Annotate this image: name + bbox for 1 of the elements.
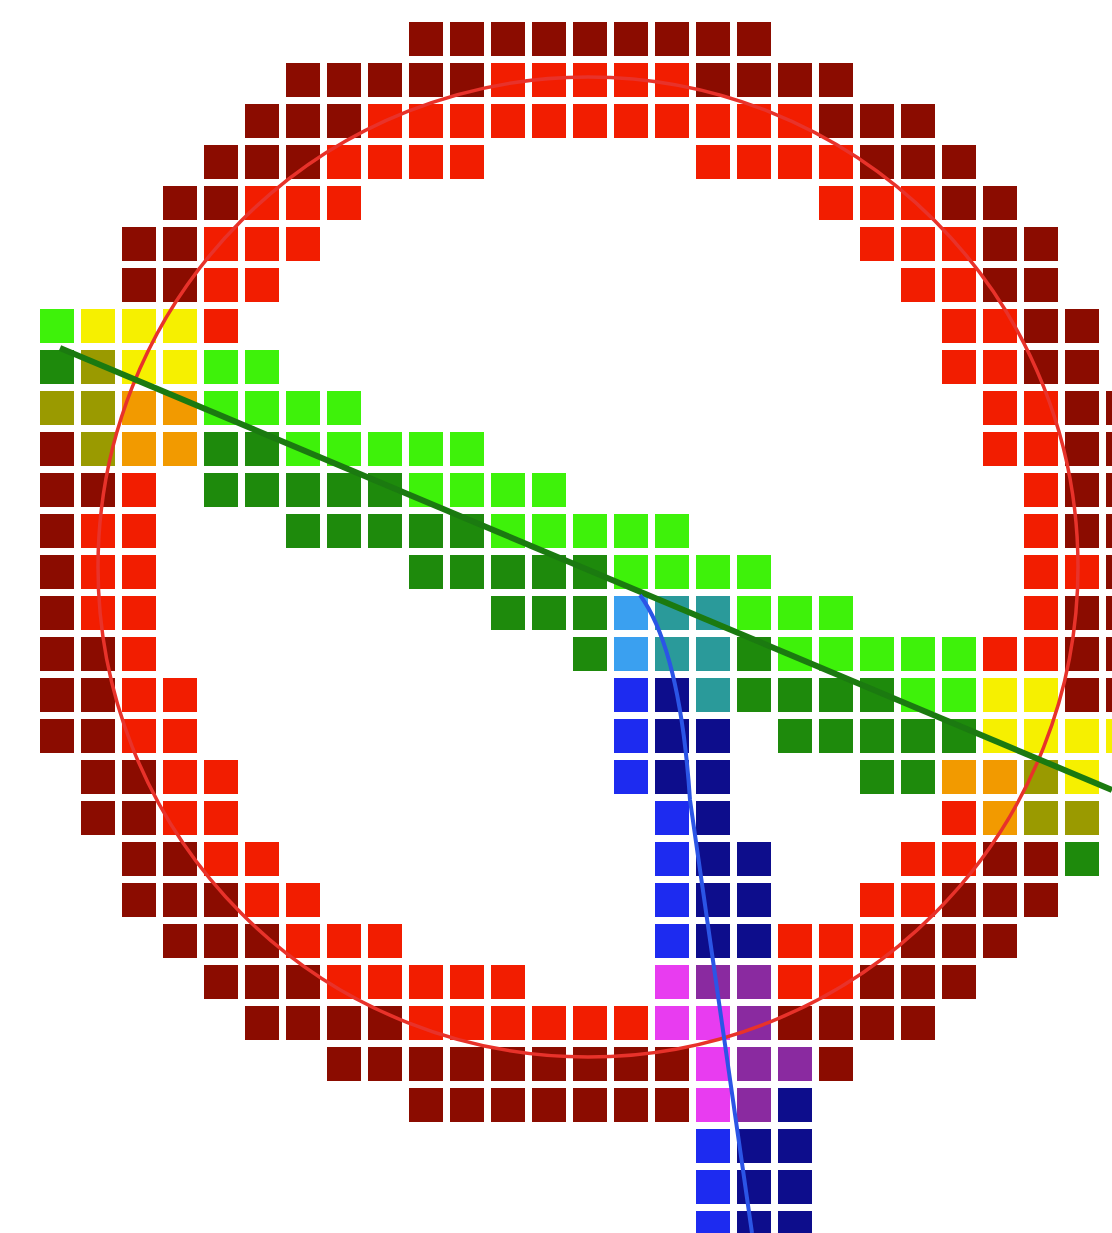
pixel-grid-drawing — [40, 22, 1112, 1233]
